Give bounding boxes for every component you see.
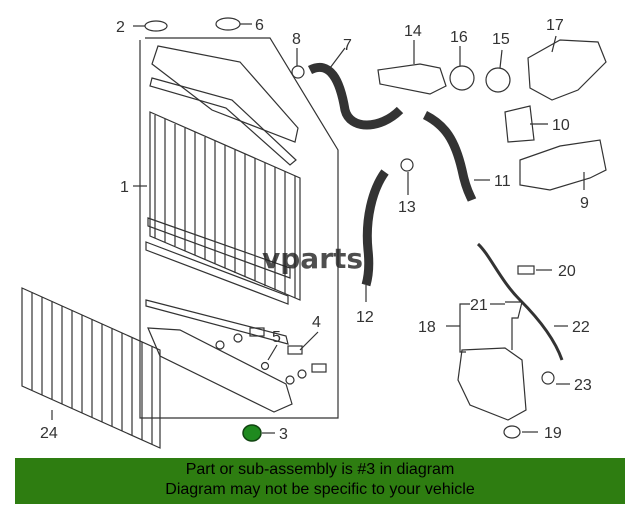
parts-diagram: vparts 1 2 3 4 5 6 7 8 9 10 11 12 13 14 … <box>21 17 607 449</box>
bypass-hose <box>361 169 389 287</box>
radiator-lower-seal-3 <box>145 299 289 345</box>
upper-hose <box>307 63 404 130</box>
drain-cock <box>249 327 265 337</box>
callout-14: 14 <box>404 23 422 40</box>
reservoir-tank-cap <box>503 425 521 439</box>
hose-clamp-upper <box>291 65 305 79</box>
lower-washer <box>297 369 307 379</box>
reservoir-hose <box>476 242 564 361</box>
callout-15: 15 <box>492 31 510 48</box>
bypass-pipe <box>519 139 607 191</box>
callout-18: 18 <box>418 319 436 336</box>
reservoir-clamp <box>541 371 555 385</box>
callout-2: 2 <box>116 19 125 36</box>
reservoir-tank <box>457 347 527 421</box>
radiator-core <box>149 111 301 301</box>
callout-4: 4 <box>312 314 321 331</box>
radiator-top-seal <box>149 77 297 166</box>
water-inlet <box>377 63 447 95</box>
lower-plug <box>285 375 295 385</box>
callout-6: 6 <box>255 17 264 34</box>
callout-7: 7 <box>343 37 352 54</box>
callout-22: 22 <box>572 319 590 336</box>
callout-1: 1 <box>120 179 129 196</box>
callout-19: 19 <box>544 425 562 442</box>
drain-cock-valve <box>287 345 303 355</box>
callout-8: 8 <box>292 31 301 48</box>
radiator-lower-seal-2 <box>145 241 289 305</box>
drain-washer <box>233 333 243 343</box>
drain-gasket <box>260 361 270 371</box>
callout-16: 16 <box>450 29 468 46</box>
thermostat <box>485 67 511 93</box>
callout-20: 20 <box>558 263 576 280</box>
callout-24: 24 <box>40 425 58 442</box>
lower-hose <box>422 110 477 202</box>
callout-23: 23 <box>574 377 592 394</box>
callout-11: 11 <box>494 173 511 190</box>
callout-9: 9 <box>580 195 589 212</box>
radiator-top-tank <box>151 45 299 143</box>
thermostat-gasket <box>449 65 475 91</box>
callout-3: 3 <box>279 426 288 443</box>
radiator-lower-seal <box>147 217 291 279</box>
callout-17: 17 <box>546 17 564 34</box>
reservoir-bracket <box>505 301 523 350</box>
callout-10: 10 <box>552 117 570 134</box>
water-outlet <box>527 39 607 101</box>
part-info-line-1: Part or sub-assembly is #3 in diagram <box>185 461 455 478</box>
watermark: vparts <box>262 242 363 275</box>
reservoir-cap <box>215 17 241 31</box>
assembly-bracket-outline <box>139 37 339 419</box>
part-info-line-2: Diagram may not be specific to your vehi… <box>165 481 475 498</box>
radiator-cap <box>144 20 168 32</box>
part-info-banner: Part or sub-assembly is #3 in diagram Di… <box>15 458 625 504</box>
outlet-gasket <box>504 105 535 143</box>
callout-13: 13 <box>398 199 416 216</box>
reservoir-bolt <box>517 265 535 275</box>
drain-plug <box>215 340 225 350</box>
callout-5: 5 <box>272 329 281 346</box>
condenser <box>21 287 161 449</box>
callout-21: 21 <box>470 297 488 314</box>
callout-12: 12 <box>356 309 374 326</box>
lower-drain-cock <box>311 363 327 373</box>
hose-clamp-lower <box>400 158 414 172</box>
highlight-part-3-cushion <box>242 424 262 442</box>
